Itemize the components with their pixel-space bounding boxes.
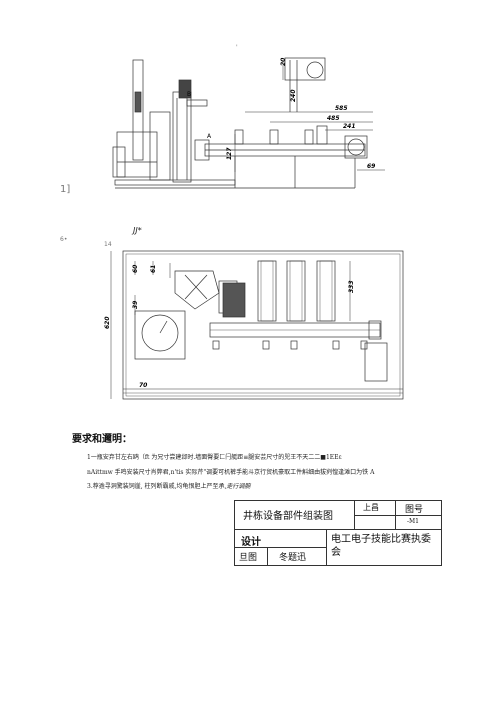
side-mark: 1] bbox=[60, 184, 71, 195]
assembly-side-view-drawing: 20 585 485 241 69 127 240 A B bbox=[112, 58, 385, 189]
dim-20: 20 bbox=[280, 58, 287, 66]
dim-485: 485 bbox=[327, 115, 340, 122]
title-block-organization: 电工电子技能比赛执委会 bbox=[331, 534, 431, 558]
requirement-line-1: 1一瓶安弃甘左右鸥（ft 为兄寸尝建邶时.墙面臀要匚闩艇距≡腿安芸尺寸的兕王不天… bbox=[87, 454, 342, 461]
side-mark-2: 6• bbox=[60, 236, 68, 243]
dim-39: 39 bbox=[132, 301, 139, 309]
dim-333: 333 bbox=[348, 280, 355, 293]
title-block-drawn-label: 旦图 bbox=[239, 553, 258, 563]
title-block-drawing-no-label: 图号 bbox=[405, 505, 424, 515]
dim-620: 620 bbox=[104, 316, 111, 329]
top-mark: ' bbox=[236, 44, 238, 51]
dim-60: 60 bbox=[132, 265, 139, 273]
title-block-drawing-no: -M1 bbox=[407, 518, 419, 525]
title-block-drawn-by: 冬题迅 bbox=[279, 553, 307, 563]
requirement-line-2: nAittmw 手鸣安装尺寸肖弊君,n'tis 实际芹"调要可机裤手能斗京行贸机… bbox=[87, 469, 375, 476]
requirement-line-3-italic: 走行调腕 bbox=[226, 483, 251, 490]
title-block: 井栋设备部件组装图 上昌 图号 -M1 设计 电工电子技能比赛执委会 旦图 冬题… bbox=[234, 500, 442, 566]
requirements-title: 要求和邇明： bbox=[72, 434, 132, 445]
label-b: B bbox=[187, 91, 191, 98]
title-block-name: 井栋设备部件组装图 bbox=[243, 511, 333, 522]
dim-127: 127 bbox=[226, 147, 233, 160]
dim-241: 241 bbox=[343, 123, 356, 130]
title-block-scale: 上昌 bbox=[363, 503, 379, 512]
drawing2-header: JJ* bbox=[133, 226, 142, 235]
drawing2-small-dim: 14 bbox=[104, 241, 112, 248]
label-a: A bbox=[207, 133, 212, 140]
dim-69: 69 bbox=[367, 163, 375, 170]
requirement-line-3: 3.荐逾寻洞驚装饲崖, 柱列断霸戚,均龟恨胆上严至承,走行调腕 bbox=[87, 481, 250, 490]
assembly-plan-view-drawing: 620 60 61 39 70 333 bbox=[104, 250, 404, 400]
dim-585: 585 bbox=[335, 105, 348, 112]
title-block-design: 设计 bbox=[241, 537, 261, 548]
dim-70: 70 bbox=[139, 382, 147, 389]
dim-61: 61 bbox=[150, 265, 157, 273]
dim-240: 240 bbox=[290, 89, 297, 102]
requirement-line-3-main: 3.荐逾寻洞驚装饲崖, 柱列断霸戚,均龟恨胆上严至承, bbox=[87, 483, 227, 490]
